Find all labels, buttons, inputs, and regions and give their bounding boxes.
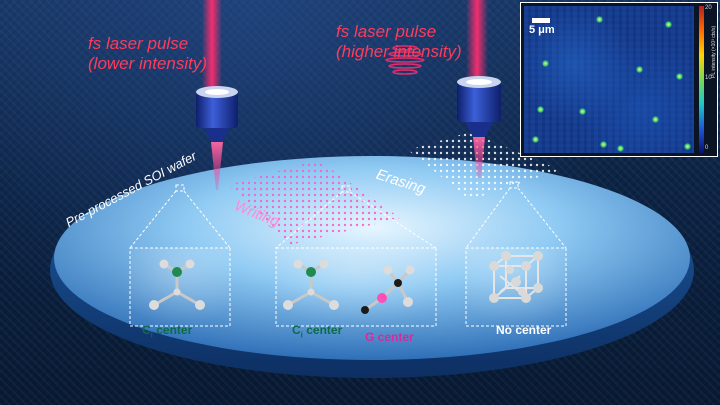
- laser-beam-high: [466, 0, 488, 82]
- objective-lens-high: [457, 76, 501, 137]
- g-center-molecule: [361, 265, 415, 314]
- emitter-spot: [579, 108, 586, 115]
- emitter-spot: [665, 21, 672, 28]
- colorbar-tick-max: 20: [705, 5, 712, 11]
- emitter-spot: [617, 145, 624, 152]
- emitter-spot: [636, 66, 643, 73]
- writing-region: [228, 160, 400, 245]
- dashed-boxes: [129, 181, 567, 249]
- ci-center-label-1: Ci center: [142, 323, 192, 339]
- pulse-label-low-line2: (lower intensity): [88, 54, 208, 73]
- laser-beam-low: [202, 0, 222, 95]
- ci-center-1-suffix: center: [152, 323, 193, 337]
- g-center-label: G center: [365, 330, 414, 344]
- pulse-label-high-line2: (higher intensity): [336, 42, 462, 61]
- no-center-label: No center: [496, 323, 552, 337]
- ci-center-1-prefix: C: [142, 323, 151, 337]
- ci-center-1-sub: i: [150, 330, 153, 340]
- pulse-label-high: fs laser pulse (higher intensity): [336, 22, 462, 62]
- emitter-spot: [596, 16, 603, 23]
- emitter-spot: [542, 60, 549, 67]
- scale-bar: [532, 18, 550, 23]
- ci-molecule-1: [149, 259, 205, 310]
- erasing-region: [408, 132, 560, 200]
- objective-lens-low: [196, 86, 238, 142]
- pulse-ripples: [385, 45, 425, 75]
- scale-bar-label: 5 μm: [529, 24, 555, 36]
- emitter-spot: [600, 141, 607, 148]
- emitter-spot: [652, 116, 659, 123]
- ci-center-2-prefix: C: [292, 323, 301, 337]
- ci-center-2-sub: i: [300, 330, 303, 340]
- pl-map-inset: 5 μm 20 10 0 PL intensity (×10³ cts/s): [520, 2, 718, 157]
- emitter-spot: [537, 106, 544, 113]
- silicon-lattice: [489, 251, 543, 303]
- pl-map-image: 5 μm: [524, 6, 694, 153]
- pulse-label-high-line1: fs laser pulse: [336, 22, 437, 41]
- focus-cone-high: [473, 137, 485, 178]
- ci-center-label-2: Ci center: [292, 323, 342, 339]
- emitter-spot: [684, 143, 691, 150]
- emitter-spot: [532, 136, 539, 143]
- pulse-label-low: fs laser pulse (lower intensity): [88, 34, 207, 74]
- colorbar: [699, 6, 704, 153]
- emitter-spot: [676, 73, 683, 80]
- box-ci-g: [275, 247, 437, 327]
- colorbar-tick-mid: 10: [705, 75, 712, 81]
- ci-center-2-suffix: center: [302, 323, 343, 337]
- colorbar-label: PL intensity (×10³ cts/s): [711, 25, 717, 78]
- colorbar-tick-min: 0: [705, 145, 709, 151]
- focus-cone-low: [211, 142, 223, 190]
- pulse-label-low-line1: fs laser pulse: [88, 34, 189, 53]
- ci-molecule-2: [283, 259, 339, 310]
- box-ci-1: [129, 247, 231, 327]
